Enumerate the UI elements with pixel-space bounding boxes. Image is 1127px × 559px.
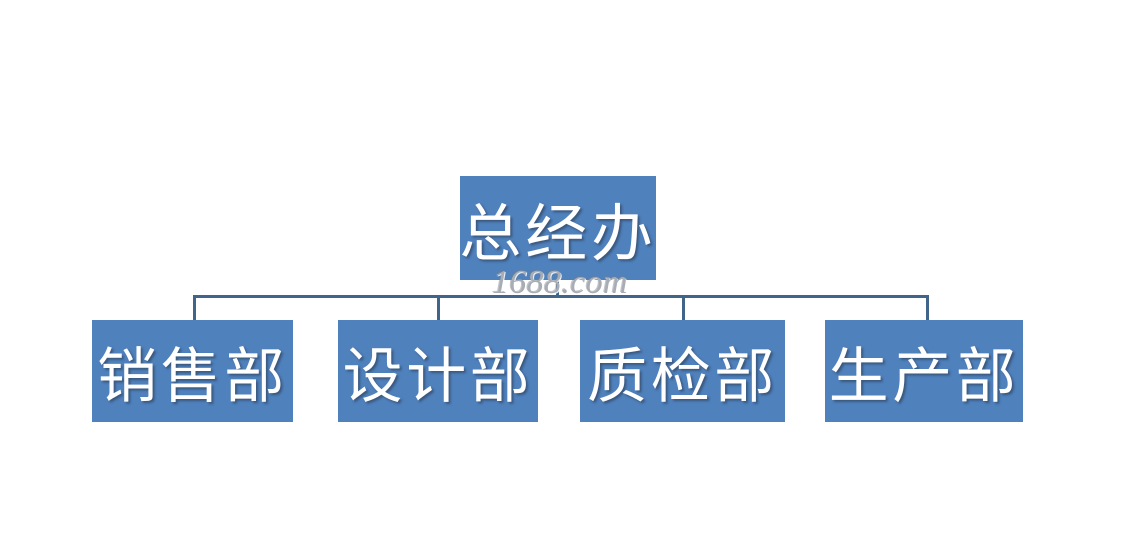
connector-drop-design <box>437 295 440 321</box>
connector-drop-sales <box>193 295 196 321</box>
connector-drop-quality <box>682 295 685 321</box>
connector-root-stem <box>556 280 559 297</box>
org-node-sales[interactable]: 销售部 <box>92 320 293 422</box>
connector-drop-production <box>926 295 929 321</box>
connector-horizontal-bus <box>193 295 929 298</box>
org-node-design[interactable]: 设计部 <box>338 320 538 422</box>
org-node-production[interactable]: 生产部 <box>825 320 1023 422</box>
org-node-root[interactable]: 总经办 <box>459 176 656 280</box>
org-node-quality[interactable]: 质检部 <box>580 320 785 422</box>
